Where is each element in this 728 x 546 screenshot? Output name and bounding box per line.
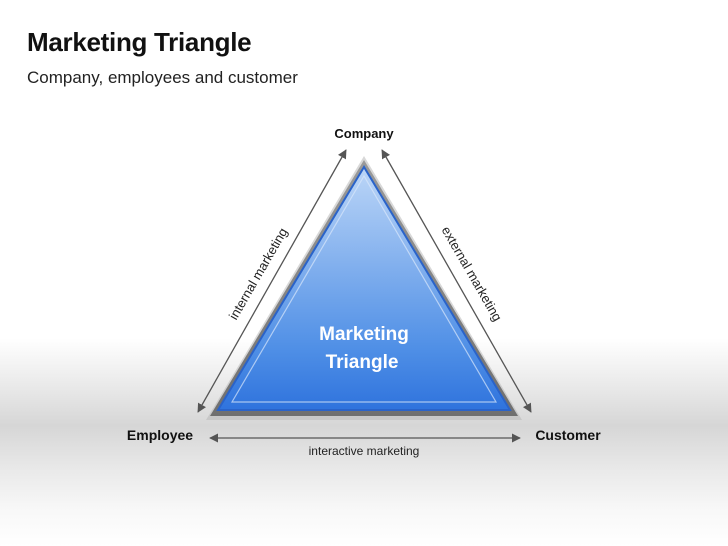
internal-marketing-arrow: [197, 149, 347, 413]
center-label-line1: Marketing: [319, 324, 409, 345]
center-label-line2: Triangle: [326, 352, 399, 373]
customer-label: Customer: [535, 427, 601, 443]
interactive-marketing-label: interactive marketing: [309, 444, 420, 458]
slide-title: Marketing Triangle: [27, 27, 252, 57]
slide-subtitle: Company, employees and customer: [27, 68, 298, 87]
employee-label: Employee: [127, 427, 193, 443]
triangle-body: [216, 165, 512, 411]
company-label: Company: [334, 126, 394, 141]
external-marketing-arrow: [381, 149, 532, 413]
